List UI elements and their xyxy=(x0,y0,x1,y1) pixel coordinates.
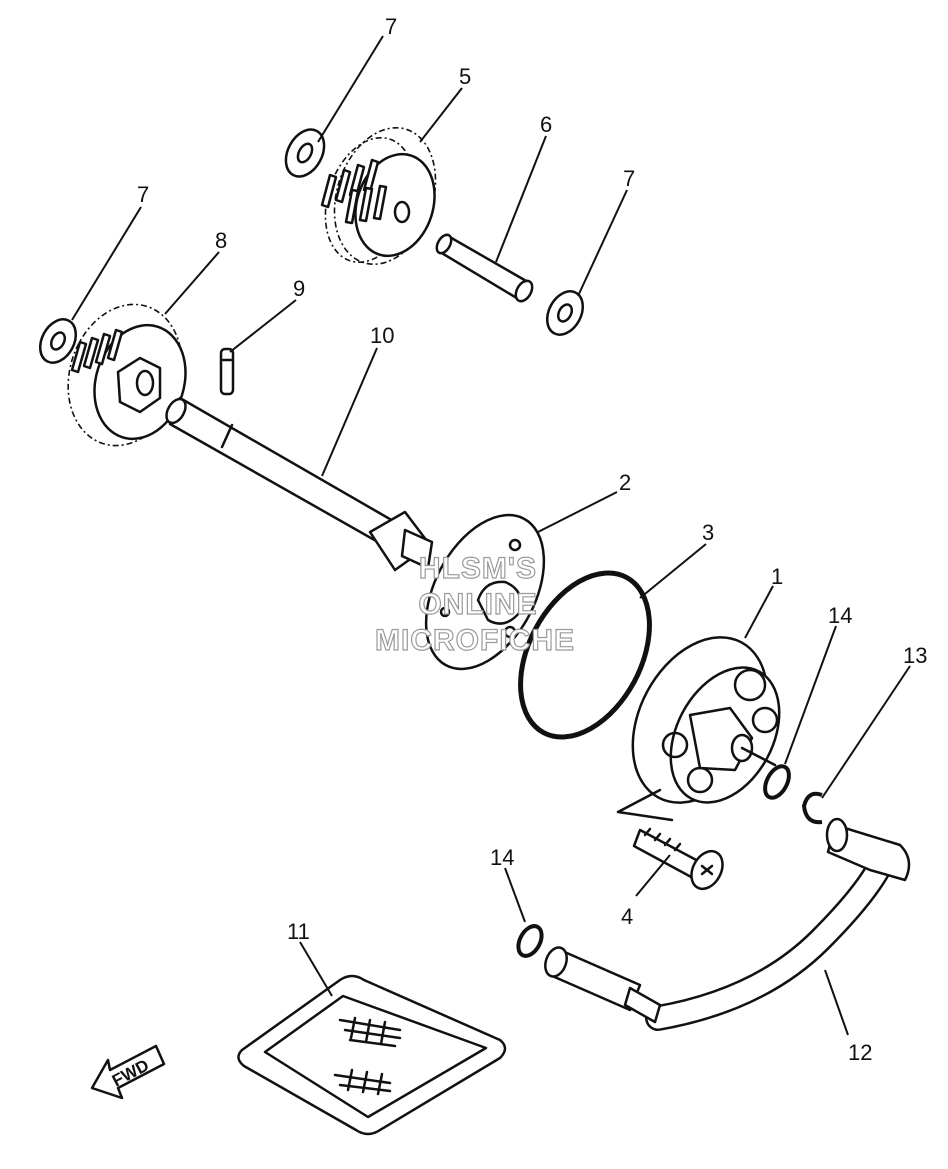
callout-7: 7 xyxy=(623,166,635,191)
o-ring-14-right[interactable] xyxy=(760,762,794,801)
callout-2: 2 xyxy=(619,470,631,495)
callout-14: 14 xyxy=(828,603,852,628)
callout-12: 12 xyxy=(848,1040,872,1065)
watermark-line-3: MICROFICHE xyxy=(375,624,575,657)
washer-7-left[interactable] xyxy=(33,313,83,369)
pump-body-1[interactable] xyxy=(606,614,801,826)
shaft-10[interactable] xyxy=(163,396,434,572)
gear-8[interactable] xyxy=(50,290,199,461)
washer-7-top[interactable] xyxy=(278,123,331,183)
callout-13: 13 xyxy=(903,643,927,668)
clip-13[interactable] xyxy=(801,791,823,825)
washer-7-right[interactable] xyxy=(540,285,590,341)
callout-1: 1 xyxy=(771,564,783,589)
watermark-line-1: HLSM'S xyxy=(419,552,537,585)
callout-14: 14 xyxy=(490,845,514,870)
leader-lines xyxy=(71,35,911,1036)
watermark-line-2: ONLINE xyxy=(418,588,537,621)
callout-9: 9 xyxy=(293,276,305,301)
screw-4[interactable] xyxy=(616,788,729,894)
callout-6: 6 xyxy=(540,112,552,137)
plate-2[interactable] xyxy=(402,495,568,689)
callout-3: 3 xyxy=(702,520,714,545)
watermark: HLSM'S ONLINE MICROFICHE xyxy=(374,551,575,657)
o-ring-3[interactable] xyxy=(494,551,676,759)
callout-11: 11 xyxy=(287,919,310,944)
pin-6[interactable] xyxy=(434,232,536,304)
gear-5[interactable] xyxy=(310,115,452,278)
callout-7: 7 xyxy=(385,14,397,39)
callout-5: 5 xyxy=(459,64,471,89)
callout-4: 4 xyxy=(621,904,633,929)
filter-screen-11[interactable] xyxy=(237,974,507,1136)
callout-labels: 7 5 6 7 7 8 9 10 2 3 1 14 13 14 4 11 12 xyxy=(137,14,927,1065)
callout-7: 7 xyxy=(137,182,149,207)
fwd-arrow-icon: FWD xyxy=(90,1044,166,1100)
callout-10: 10 xyxy=(370,323,394,348)
callout-8: 8 xyxy=(215,228,227,253)
o-ring-14-left[interactable] xyxy=(514,922,547,960)
pipe-12[interactable] xyxy=(541,817,911,1031)
pin-9[interactable] xyxy=(219,347,235,396)
